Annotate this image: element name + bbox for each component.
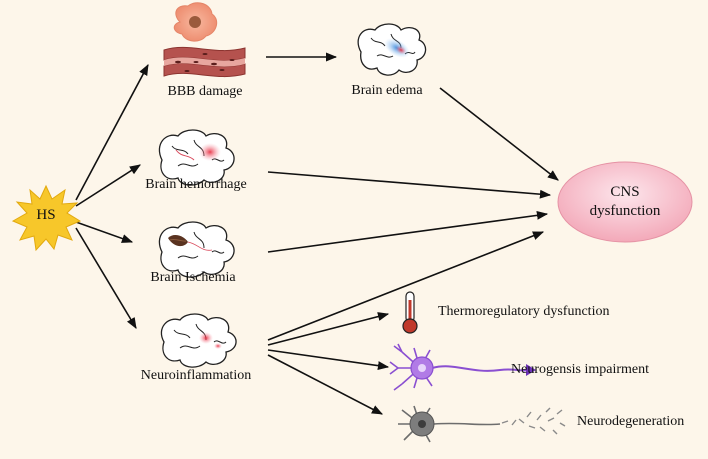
arrow-hs-bbb <box>75 64 149 201</box>
arrow-hs-neuroinflammation <box>75 227 137 329</box>
neuroinflammation-label: Neuroinflammation <box>140 368 252 383</box>
brain-inflammation-icon <box>160 313 237 368</box>
neurodegeneration-label: Neurodegeneration <box>577 414 685 429</box>
neurogenesis-impairment-label: Neurogensis impairment <box>511 362 650 377</box>
neuron-degenerating-icon <box>398 405 566 443</box>
arrow-neuro-thermo <box>267 312 390 346</box>
starburst-icon <box>11 184 82 252</box>
brain-ischemia-label: Brain Ischemia <box>150 270 236 285</box>
cns-line-2: dysfunction <box>589 203 661 219</box>
arrow-hs-ischemia <box>75 221 134 243</box>
arrow-ischemia-cns <box>267 210 549 253</box>
arrow-neuro-cns <box>267 231 545 341</box>
arrow-neuro-neurogenesis <box>267 349 390 371</box>
neuron-purple-icon <box>389 343 536 391</box>
bbb-damage-label: BBB damage <box>167 84 243 99</box>
brain-hemorrhage-label: Brain hemorrhage <box>145 177 247 192</box>
cns-line-1: CNS <box>610 184 640 200</box>
thermometer-icon <box>402 291 418 334</box>
cns-dysfunction-label: CNS dysfunction <box>559 183 691 221</box>
arrow-hemorrhage-cns <box>267 171 552 199</box>
brain-edema-icon <box>357 23 427 76</box>
arrow-edema-cns <box>439 87 559 181</box>
blood-vessel-cell-icon <box>163 2 246 78</box>
arrows <box>75 52 559 415</box>
cns-dysfunction-node <box>557 161 693 243</box>
hs-label: HS <box>36 207 56 223</box>
brain-ischemia-icon <box>158 221 235 278</box>
brain-edema-label: Brain edema <box>351 83 423 98</box>
brain-hemorrhage-icon <box>158 129 235 186</box>
arrow-neuro-neurodegeneration <box>267 354 383 415</box>
thermoregulatory-dysfunction-label: Thermoregulatory dysfunction <box>438 304 610 319</box>
arrow-hs-hemorrhage <box>75 164 141 207</box>
